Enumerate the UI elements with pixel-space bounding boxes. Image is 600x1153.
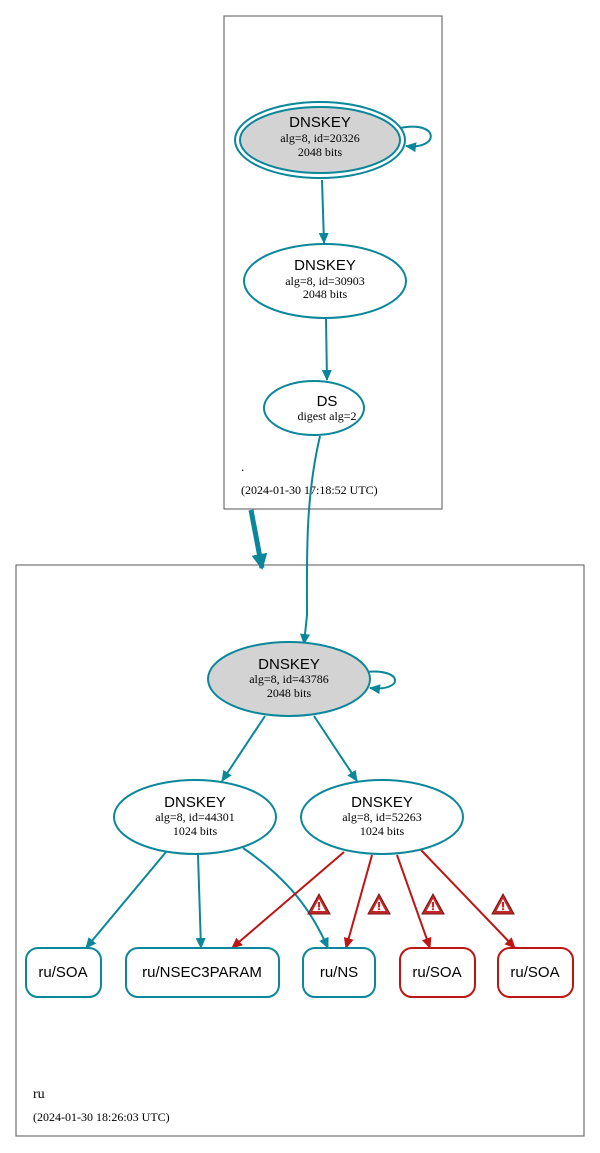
- edge-zsk1-nsec3param: [195, 854, 206, 949]
- warning-triangle-icon[interactable]: [421, 893, 445, 915]
- node-root-ksk[interactable]: DNSKEY alg=8, id=20326 2048 bits: [234, 101, 406, 179]
- zone-ru: ru (2024-01-30 18:26:03 UTC): [15, 564, 585, 1137]
- zone-root-name: .: [241, 459, 244, 474]
- rrset-ns[interactable]: ru/NS: [302, 947, 376, 998]
- node-root-zsk[interactable]: DNSKEY alg=8, id=30903 2048 bits: [243, 243, 407, 319]
- node-type: DNSKEY: [351, 794, 413, 811]
- zone-ru-timestamp: (2024-01-30 18:26:03 UTC): [33, 1110, 170, 1124]
- warning-triangle-icon[interactable]: [307, 893, 331, 915]
- node-detail: alg=8, id=52263: [342, 810, 422, 824]
- delegation-arrow: [248, 509, 268, 570]
- node-ru-zsk-44301[interactable]: DNSKEY alg=8, id=44301 1024 bits: [113, 779, 277, 855]
- rrset-label: ru/NS: [320, 964, 358, 981]
- node-detail: digest alg=2: [297, 409, 356, 423]
- edge-root-ksk-zsk: [318, 179, 329, 244]
- edge-ru-ksk-zsk2: [313, 715, 358, 782]
- node-detail: 2048 bits: [298, 145, 343, 159]
- zone-ru-name: ru: [33, 1087, 45, 1102]
- zone-root: . (2024-01-30 17:18:52 UTC): [223, 15, 443, 510]
- zone-root-timestamp: (2024-01-30 17:18:52 UTC): [241, 483, 378, 497]
- node-type: DS: [317, 393, 338, 410]
- rrset-label: ru/SOA: [510, 964, 559, 981]
- node-detail: 2048 bits: [267, 686, 312, 700]
- warning-triangle-icon[interactable]: [367, 893, 391, 915]
- rrset-nsec3param[interactable]: ru/NSEC3PARAM: [125, 947, 280, 998]
- edge-ru-ksk-self: [365, 670, 396, 695]
- edge-zsk2-soa3: [420, 849, 516, 949]
- edge-zsk2-ns: [343, 854, 373, 949]
- edge-zsk2-soa2: [396, 854, 432, 949]
- edge-ru-ksk-zsk1: [221, 715, 266, 782]
- rrset-soa-error[interactable]: ru/SOA: [497, 947, 574, 998]
- node-detail: 1024 bits: [173, 824, 218, 838]
- warning-triangle-icon[interactable]: [491, 893, 515, 915]
- edge-zsk1-soa: [85, 851, 167, 949]
- node-detail: alg=8, id=30903: [285, 274, 365, 288]
- node-detail: alg=8, id=20326: [280, 131, 360, 145]
- edge-root-ksk-self: [399, 125, 432, 153]
- node-detail: alg=8, id=44301: [155, 810, 235, 824]
- edges: [85, 125, 516, 949]
- rrset-soa[interactable]: ru/SOA: [25, 947, 102, 998]
- node-ds[interactable]: DS digest alg=2: [263, 380, 365, 436]
- rrset-label: ru/NSEC3PARAM: [142, 964, 262, 981]
- node-type: DNSKEY: [289, 114, 351, 131]
- node-detail: 2048 bits: [303, 287, 348, 301]
- edge-root-zsk-ds: [321, 318, 332, 381]
- node-type: DNSKEY: [258, 656, 320, 673]
- rrset-soa-error[interactable]: ru/SOA: [399, 947, 476, 998]
- node-ru-zsk-52263[interactable]: DNSKEY alg=8, id=52263 1024 bits: [300, 779, 464, 855]
- zone-ru-box: [15, 564, 585, 1137]
- node-detail: 1024 bits: [360, 824, 405, 838]
- edge-zsk1-ns: [242, 847, 329, 949]
- node-detail: alg=8, id=43786: [249, 672, 329, 686]
- node-ru-ksk[interactable]: DNSKEY alg=8, id=43786 2048 bits: [207, 641, 371, 717]
- zone-root-box: [223, 15, 443, 510]
- edge-ds-ru-ksk: [300, 435, 321, 645]
- node-type: DNSKEY: [294, 257, 356, 274]
- edge-zsk2-nsec3param: [231, 851, 345, 949]
- node-type: DNSKEY: [164, 794, 226, 811]
- rrsets: ru/SOA ru/NSEC3PARAM ru/NS ru/SOA ru/SOA: [25, 947, 574, 998]
- rrset-label: ru/SOA: [412, 964, 461, 981]
- rrset-label: ru/SOA: [38, 964, 87, 981]
